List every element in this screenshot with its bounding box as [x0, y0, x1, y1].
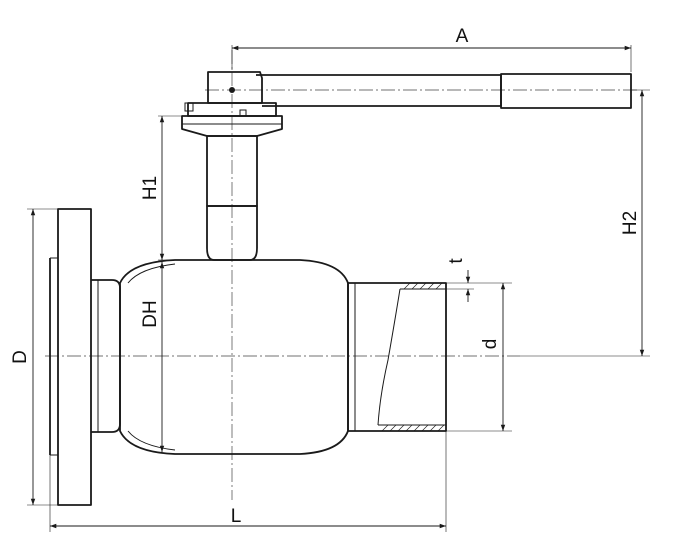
dimension-l: L	[49, 431, 447, 532]
pipe-wall-hatching-bottom	[381, 424, 445, 432]
dimension-d-pipe: d	[446, 282, 512, 432]
label-h1: H1	[140, 176, 161, 200]
label-l: L	[231, 506, 242, 527]
pipe-break-line	[377, 288, 401, 426]
body-shading-bottom	[127, 430, 176, 451]
pipe-wall-hatching-top	[403, 282, 443, 290]
label-d-lower: d	[480, 339, 501, 350]
ball-body	[119, 259, 349, 455]
body-shading-top	[127, 263, 176, 284]
weld-pipe-end	[347, 282, 447, 432]
dimension-d-flange: D	[10, 208, 58, 506]
dimension-t: t	[446, 258, 474, 302]
dimension-h1: H1	[140, 115, 182, 261]
pipe-outline	[347, 282, 447, 432]
stem-column	[181, 102, 283, 261]
handle-hub	[207, 71, 263, 104]
label-h2: H2	[620, 211, 641, 235]
label-a: A	[456, 26, 469, 47]
centerlines	[45, 50, 640, 500]
label-dh: DH	[140, 300, 161, 327]
mounting-flange	[181, 115, 283, 137]
stem-lower	[206, 205, 258, 261]
hub-bolt	[229, 87, 235, 93]
dimension-dh: DH	[140, 262, 165, 452]
lever-handle	[207, 71, 632, 109]
handle-bar	[256, 74, 502, 107]
stop-pin-2	[239, 109, 247, 117]
dimension-a: A	[231, 26, 632, 72]
flange-plate	[57, 208, 92, 506]
stop-pin	[184, 102, 194, 112]
handle-grip	[500, 73, 632, 109]
left-flange	[49, 208, 92, 506]
body-outline	[119, 259, 349, 455]
label-d-upper: D	[10, 350, 31, 364]
dimension-h2: H2	[520, 89, 650, 357]
label-t: t	[446, 258, 467, 264]
